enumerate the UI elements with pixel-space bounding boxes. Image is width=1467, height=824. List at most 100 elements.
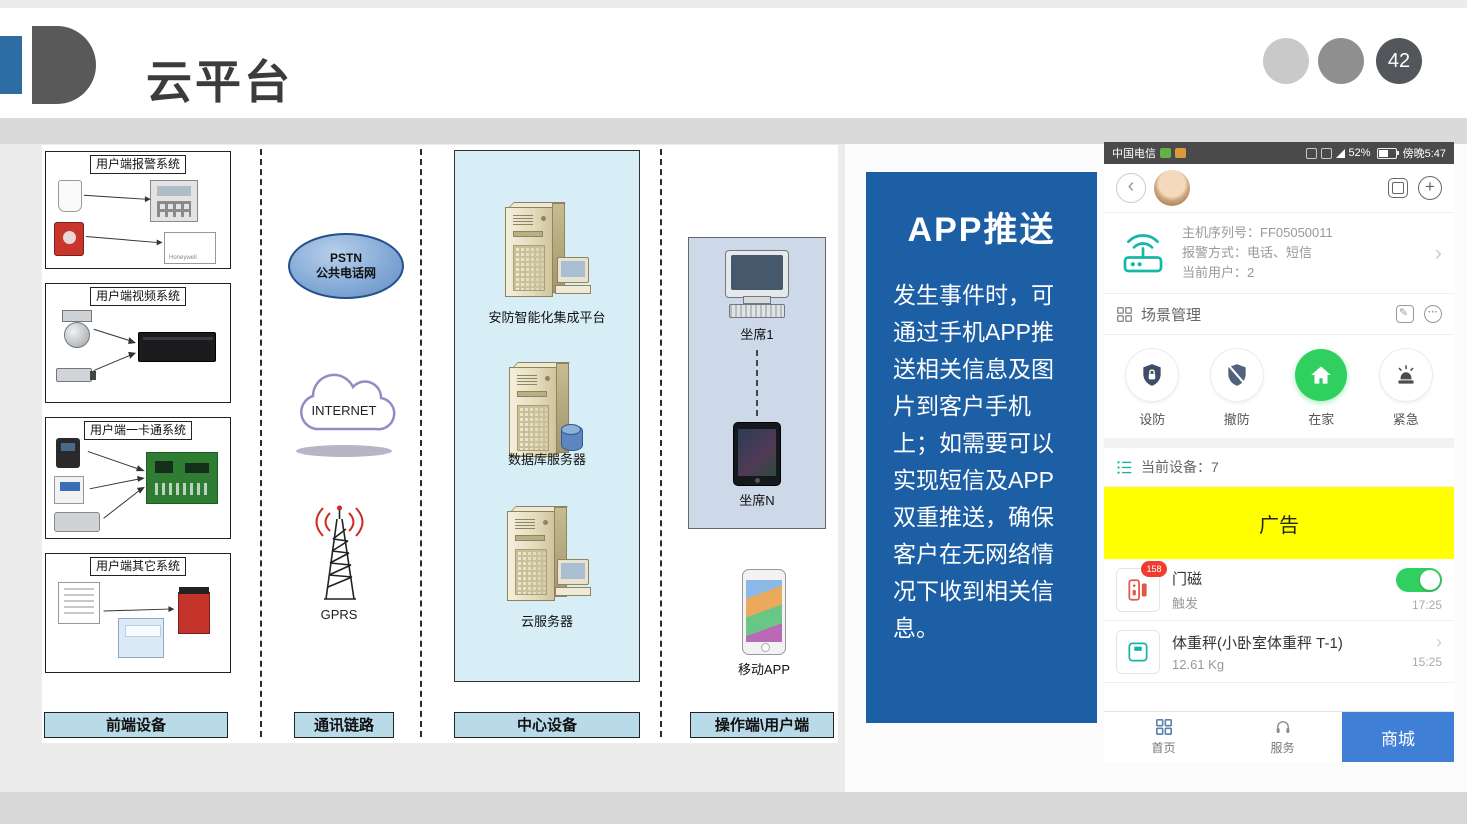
device-name: 门磁: [1172, 570, 1203, 588]
battery-icon: [1376, 147, 1399, 159]
tower-icon: [315, 505, 364, 600]
home-mode-button[interactable]: 在家: [1295, 349, 1348, 428]
dome-camera-icon: [64, 322, 90, 348]
avatar[interactable]: [1154, 170, 1190, 206]
status-bar: 中国电信 52% 傍晚5:47: [1104, 142, 1454, 164]
nav-service[interactable]: 服务: [1223, 712, 1342, 762]
device-list-header: 当前设备：7: [1104, 448, 1454, 487]
shield-off-icon: [1228, 364, 1246, 386]
device-name: 体重秤(小卧室体重秤 T-1): [1172, 634, 1343, 652]
ad-banner[interactable]: 广告: [1104, 487, 1454, 559]
home-icon: [1311, 366, 1331, 384]
siren-icon: [54, 222, 84, 256]
internet-cloud: INTERNET: [282, 361, 406, 461]
nav-service-label: 服务: [1270, 741, 1295, 755]
nav-home[interactable]: 首页: [1104, 712, 1223, 762]
column-label-center: 中心设备: [454, 712, 640, 738]
host-serial: 主机序列号：FF05050011: [1182, 225, 1333, 240]
decor-d-shape: [32, 26, 96, 104]
frontend-video-label: 用户端视频系统: [89, 287, 187, 306]
disarm-button[interactable]: 撤防: [1210, 349, 1263, 428]
alarm-panel-brand: Honeywell: [169, 255, 197, 261]
arm-button[interactable]: 设防: [1126, 349, 1179, 428]
siren-dome: [63, 231, 76, 244]
decor-circle-1: [1263, 38, 1309, 84]
nav-home-label: 首页: [1151, 741, 1176, 755]
hd-icon: [1160, 148, 1171, 158]
seat1-keyboard-icon: [729, 304, 785, 318]
carrier-label: 中国电信: [1112, 148, 1156, 160]
server1-label: 安防智能化集成平台: [488, 310, 606, 325]
host-alarm-mode: 报警方式：电话、短信: [1182, 245, 1313, 260]
pstn-label-line1: PSTN: [329, 251, 362, 265]
app-header: [1104, 164, 1454, 213]
section-gap: [1104, 438, 1454, 448]
notification-badge: 158: [1141, 560, 1167, 577]
database-server-icon: [507, 359, 583, 459]
emergency-button[interactable]: 紧急: [1379, 349, 1432, 428]
device-item-door[interactable]: 158 门磁 触发 17:25: [1104, 559, 1454, 621]
frontend-card-label: 用户端一卡通系统: [83, 421, 193, 440]
status-right: 52% 傍晚5:47: [1305, 145, 1446, 161]
pir-sensor-icon: [58, 180, 82, 212]
emergency-label: 紧急: [1392, 412, 1419, 427]
bottom-nav: 首页 服务 商城: [1104, 711, 1454, 762]
host-current-user: 当前用户：2: [1182, 265, 1255, 280]
host-info: 主机序列号：FF05050011 报警方式：电话、短信 当前用户：2: [1182, 223, 1333, 283]
column-label-frontend: 前端设备: [44, 712, 228, 738]
grille-lines: [64, 588, 94, 618]
edit-icon[interactable]: [1396, 305, 1414, 323]
card-reader-icon: [54, 476, 84, 504]
gprs-label: GPRS: [320, 607, 358, 622]
dvr-icon: [138, 332, 216, 362]
integration-server-icon: [503, 199, 591, 299]
door-sensor-icon-box: 158: [1116, 560, 1167, 612]
more-icon[interactable]: [1424, 305, 1442, 323]
shield-lock-icon: [1143, 364, 1161, 386]
cloud-icon: [296, 373, 396, 457]
keypad-keys: [157, 201, 191, 217]
panel-display: [125, 625, 161, 637]
scan-icon[interactable]: [1388, 178, 1408, 198]
chevron-right-icon: [1435, 240, 1442, 266]
device-count-label: 当前设备：7: [1141, 459, 1219, 475]
reader-screen: [61, 443, 75, 451]
vibrate-icon: [1305, 147, 1317, 159]
app-push-title: APP推送: [907, 211, 1056, 249]
router-icon: [1123, 234, 1163, 273]
device-time: 17:25: [1411, 597, 1442, 612]
mobile-app-label: 移动APP: [737, 662, 790, 677]
scene-title: 场景管理: [1141, 306, 1202, 324]
header-divider-band: [0, 118, 1467, 144]
frontend-video-box: 用户端视频系统: [45, 283, 231, 403]
phone-screenshot: 中国电信 52% 傍晚5:47: [1104, 142, 1454, 762]
slide-header: [0, 8, 1467, 118]
device-status: 触发: [1172, 595, 1199, 611]
ac-grille-icon: [58, 582, 100, 624]
keypad-icon: [150, 180, 198, 222]
add-icon[interactable]: [1418, 176, 1442, 200]
host-device-card[interactable]: 主机序列号：FF05050011 报警方式：电话、短信 当前用户：2: [1104, 213, 1454, 294]
phone-spacer: [1104, 683, 1454, 711]
nav-mall-button[interactable]: 商城: [1342, 712, 1454, 762]
pcb-chip: [155, 461, 173, 473]
internet-label: INTERNET: [311, 403, 377, 418]
camera-lens: [90, 371, 96, 380]
scale-icon-box: [1116, 629, 1160, 674]
toggle-on[interactable]: [1396, 567, 1442, 592]
back-button[interactable]: [1116, 173, 1146, 203]
arm-label: 设防: [1139, 412, 1166, 427]
app-push-panel: APP推送 发生事件时，可通过手机APP推送相关信息及图片到客户手机上；如需要可…: [866, 172, 1097, 723]
device-item-scale[interactable]: 体重秤(小卧室体重秤 T-1) 12.61 Kg 15:25: [1104, 621, 1454, 683]
seatN-label: 坐席N: [739, 493, 775, 508]
app-push-body: 发生事件时，可通过手机APP推送相关信息及图片到客户手机上；如需要可以实现短信及…: [893, 282, 1055, 641]
seat1-monitor-icon: [725, 250, 789, 298]
module-cap: [179, 587, 209, 594]
column-divider: [660, 149, 662, 737]
seatN-tablet-icon: [733, 422, 781, 486]
server3-label: 云服务器: [520, 614, 573, 629]
scene-buttons-row: 设防 撤防 在家: [1104, 335, 1454, 438]
headset-icon: [1276, 721, 1289, 733]
column-divider: [420, 149, 422, 737]
battery-percent: 52%: [1348, 147, 1371, 159]
